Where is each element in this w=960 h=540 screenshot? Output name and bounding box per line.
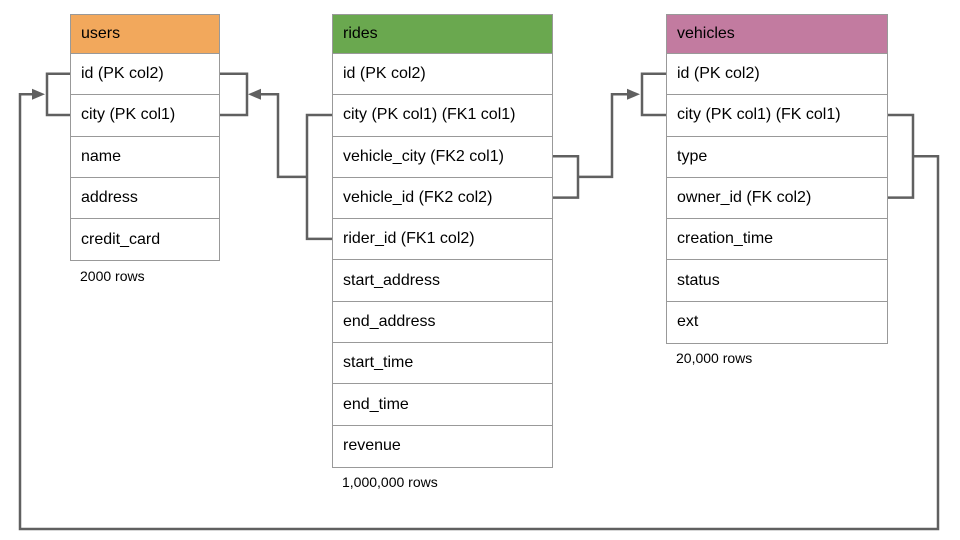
- vehicles-users-wraparound-path: [18, 93, 940, 531]
- column-row-vehicles: creation_time: [667, 219, 887, 261]
- column-row-rides: vehicle_city (FK2 col1): [333, 136, 552, 178]
- row-count-caption-rides: 1,000,000 rows: [342, 474, 438, 490]
- column-row-vehicles: city (PK col1) (FK col1): [667, 95, 887, 137]
- rides-vehicles-connector-path: [578, 93, 636, 179]
- table-header-rides: rides: [333, 15, 552, 54]
- column-row-rides: end_address: [333, 301, 552, 344]
- table-header-users: users: [71, 15, 219, 54]
- column-row-vehicles: id (PK col2): [667, 54, 887, 96]
- column-row-rides: start_address: [333, 260, 552, 302]
- users-right-bracket: [220, 72, 249, 117]
- column-row-users: id (PK col2): [71, 54, 219, 96]
- row-count-caption-users: 2000 rows: [80, 267, 145, 284]
- column-row-vehicles: status: [667, 260, 887, 302]
- relationship-rides-users-line: [220, 72, 332, 241]
- column-row-rides: end_time: [333, 384, 552, 426]
- vehicles-left-bracket: [640, 72, 666, 117]
- rides-left-bracket: [305, 113, 332, 241]
- column-row-rides: revenue: [333, 425, 552, 467]
- column-row-vehicles: ext: [667, 301, 887, 344]
- column-row-users: city (PK col1): [71, 95, 219, 137]
- table-header-vehicles: vehicles: [667, 15, 887, 54]
- column-row-rides: start_time: [333, 343, 552, 385]
- rides-right-bracket: [553, 155, 580, 199]
- row-count-caption-vehicles: 20,000 rows: [676, 350, 753, 367]
- column-row-users: name: [71, 136, 219, 178]
- column-row-rides: city (PK col1) (FK1 col1): [333, 95, 552, 137]
- column-row-rides: vehicle_id (FK2 col2): [333, 177, 552, 220]
- relationship-rides-vehicles-line: [553, 72, 666, 199]
- users-left-bracket: [45, 72, 70, 117]
- column-row-rides: id (PK col2): [333, 54, 552, 96]
- arrowhead-into-vehicles-left: [627, 88, 640, 100]
- relationship-vehicles-users-line: [18, 72, 940, 531]
- rides-users-connector-path: [251, 93, 307, 179]
- arrowhead-into-users-right: [248, 88, 261, 100]
- vehicles-right-bracket: [888, 113, 915, 199]
- column-row-users: credit_card: [71, 219, 219, 261]
- column-row-rides: rider_id (FK1 col2): [333, 219, 552, 261]
- column-row-users: address: [71, 177, 219, 220]
- column-row-vehicles: type: [667, 136, 887, 178]
- column-row-vehicles: owner_id (FK col2): [667, 177, 887, 220]
- arrowhead-into-users-left: [32, 88, 45, 100]
